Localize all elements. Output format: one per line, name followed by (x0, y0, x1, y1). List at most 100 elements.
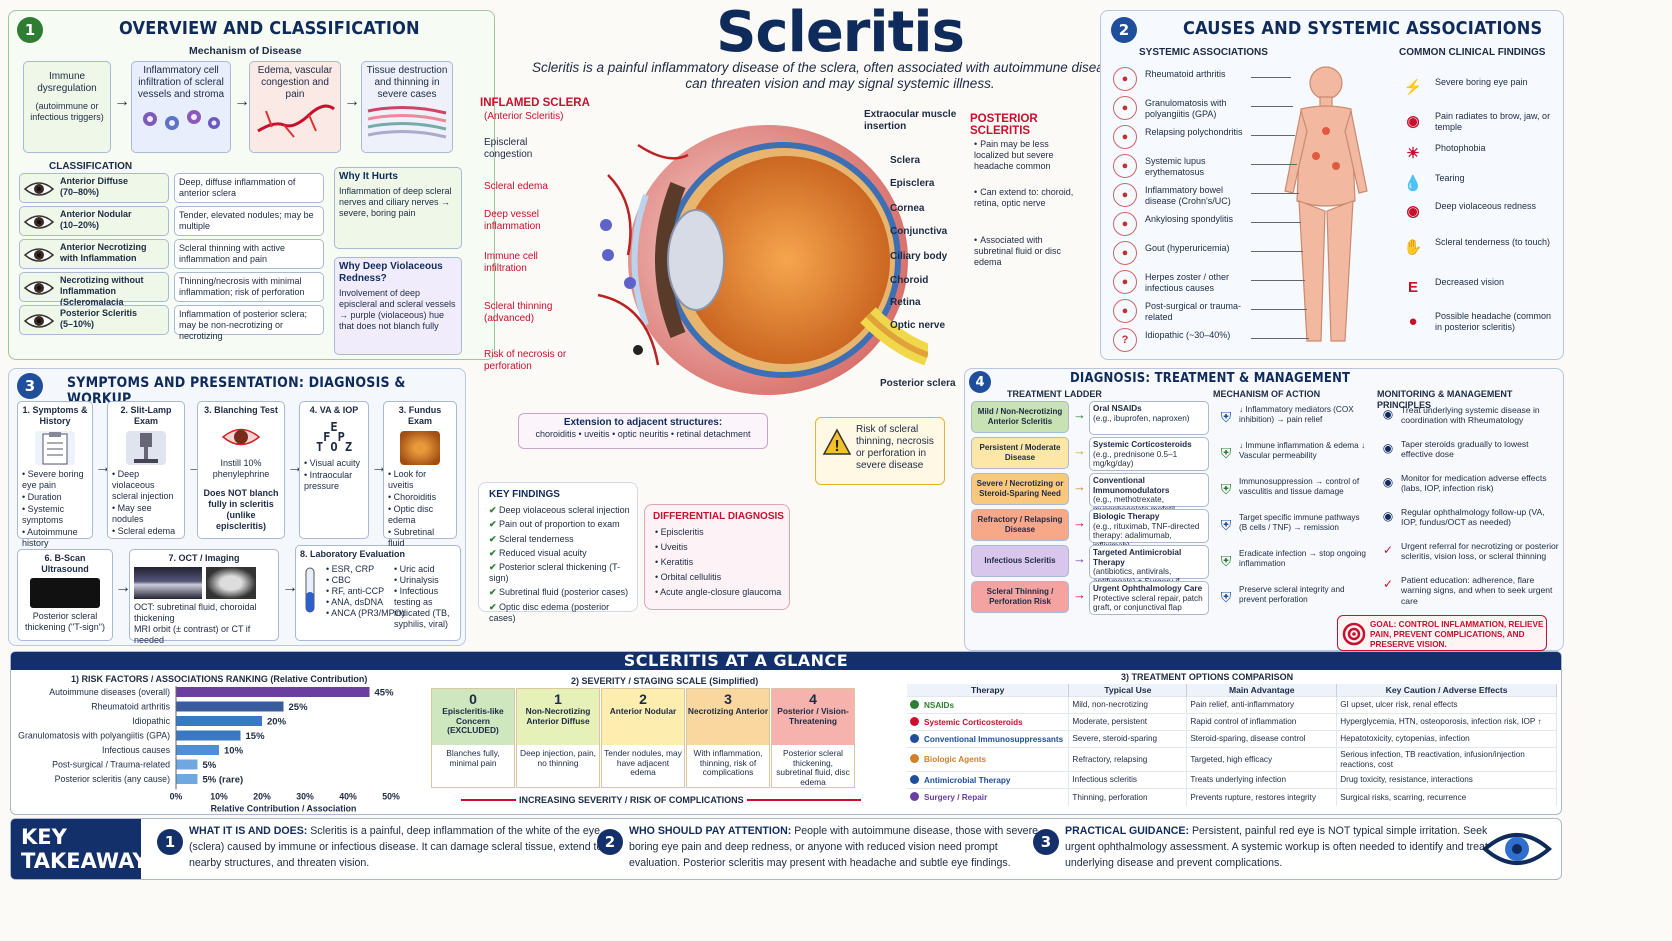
therapy-icon (910, 792, 919, 802)
tick-label: 40% (339, 792, 357, 802)
bullet-icon: • (326, 586, 332, 596)
key-finding-item: ✔ Pain out of proportion to exam (489, 519, 637, 530)
monitor-icon: ◉ (1382, 509, 1394, 523)
finding-item: Pain radiates to brow, jaw, or temple (1435, 111, 1551, 132)
ddx-item: • Orbital cellulitis (655, 572, 781, 583)
ddx-item: • Uveitis (655, 542, 781, 553)
moa-text: ↓ Inflammatory mediators (COX inhibition… (1239, 405, 1354, 424)
classification-name: Anterior Nodular (60, 209, 132, 219)
systemic-item: Granulomatosis with polyangiitis (GPA) (1145, 98, 1227, 119)
systemic-item: Gout (hyperuricemia) (1145, 243, 1230, 253)
key-finding-item: ✔ Deep violaceous scleral injection (489, 505, 637, 516)
takeaway-head: WHAT IT IS AND DOES: (189, 825, 308, 837)
systemic-item: Herpes zoster / other infectious causes (1145, 272, 1230, 293)
finding-item: Scleral tenderness (to touch) (1435, 237, 1551, 247)
lab-item: • ESR, CRP (326, 564, 405, 575)
monitoring-item: Monitor for medication adverse effects (… (1401, 473, 1547, 494)
table-cell: Hyperglycemia, HTN, osteoporosis, infect… (1336, 713, 1557, 731)
eye-icon (24, 180, 54, 198)
goal-box: GOAL: CONTROL INFLAMMATION, RELIEVE PAIN… (1337, 615, 1547, 651)
step-item-text: Optic disc edema (388, 504, 434, 525)
mechanism-step-4: Tissue destruction and thinning in sever… (361, 61, 453, 153)
bar (176, 774, 198, 784)
severity-number: 4 (809, 691, 817, 707)
finding-item: Possible headache (common in posterior s… (1435, 311, 1552, 332)
leader-line (1251, 193, 1299, 194)
tick-label: 20% (253, 792, 271, 802)
x-axis-label: Relative Contribution / Association (211, 804, 357, 814)
risk-chart-title: 1) RISK FACTORS / ASSOCIATIONS RANKING (… (71, 674, 368, 684)
finding-icon: ✋ (1403, 239, 1423, 256)
value-label: 5% (203, 760, 217, 771)
posterior-item-text: Can extend to: choroid, retina, optic ne… (974, 187, 1074, 208)
cell-text: Serious infection, TB reactivation, infu… (1340, 750, 1525, 769)
tick-label: 50% (382, 792, 400, 802)
arrow-right-icon: → (1073, 407, 1086, 422)
eye-label-right: Retina (890, 297, 921, 308)
cell-text: Prevents rupture, restores integrity (1190, 792, 1316, 802)
warning-icon: ! (822, 428, 852, 455)
step-title: 1. Symptoms & History (22, 405, 88, 426)
shield-icon: ⛨ (1220, 516, 1232, 533)
moa-text: ↓ Immune inflammation & edema ↓ Vascular… (1239, 441, 1366, 460)
bullet-icon: • (22, 504, 28, 514)
classification-desc: Tender, elevated nodules; may be multipl… (174, 206, 324, 236)
arrow-right-icon: → (344, 93, 360, 110)
cell-text: Biologic Agents (924, 755, 987, 765)
posterior-item-text: Associated with subretinal fluid or disc… (974, 235, 1062, 267)
table-cell: Mild, non-necrotizing (1068, 696, 1188, 714)
finding-item: Decreased vision (1435, 277, 1505, 287)
key-finding-item: ✔ Posterior scleral thickening (T-sign) (489, 562, 637, 584)
inflamed-sclera-title: INFLAMED SCLERA (480, 97, 590, 109)
table-cell: Antimicrobial Therapy (907, 771, 1070, 789)
condition-icon: ● (1113, 96, 1137, 120)
takeaway-number: 2 (597, 829, 623, 855)
cell-text: Drug toxicity, resistance, interactions (1340, 775, 1473, 785)
key-finding-text: Deep violaceous scleral injection (499, 505, 630, 515)
step-item-text: Deep violaceous scleral injection (112, 469, 174, 501)
arrow-right-icon: → (1073, 443, 1086, 458)
lab-item: • Uric acid (394, 564, 458, 575)
step-title: 2. Slit-Lamp Exam (120, 405, 172, 426)
bullet-icon: • (326, 597, 332, 607)
step-item: • May see nodules (112, 503, 180, 525)
ladder-treatment: Biologic Therapy(e.g., rituximab, TNF-di… (1089, 509, 1209, 550)
therapy-icon (910, 774, 919, 784)
leader-line (1251, 251, 1303, 252)
classification-pct: (5–10%) (60, 319, 95, 329)
section-number: 2 (1111, 17, 1137, 43)
step-item: • Look for uveitis (388, 469, 452, 491)
slit-lamp-icon (126, 431, 166, 465)
systemic-item: Ankylosing spondylitis (1145, 214, 1234, 224)
monitor-icon: ◉ (1382, 407, 1394, 421)
systemic-title: SYSTEMIC ASSOCIATIONS (1139, 47, 1268, 58)
cell-text: Thinning, perforation (1072, 792, 1148, 802)
table-cell: NSAIDs (907, 696, 1070, 714)
takeaway-body: Persistent, painful red eye is NOT typic… (1065, 825, 1488, 869)
condition-icon: ● (1113, 241, 1137, 265)
bullet-icon: • (388, 504, 394, 514)
bullet-icon: • (326, 564, 332, 574)
eye-icon (24, 312, 54, 330)
key-findings-box: KEY FINDINGS ✔ Deep violaceous scleral i… (478, 482, 638, 623)
ddx-text: Acute angle-closure glaucoma (660, 587, 782, 597)
bullet-icon: • (655, 542, 661, 552)
leader-line (1251, 106, 1293, 107)
step-item: • Duration (22, 492, 88, 503)
lab-item: • RF, anti-CCP (326, 586, 405, 597)
classification-desc: Inflammation of posterior sclera; may be… (174, 305, 324, 341)
step-item-text: Severe boring eye pain (22, 469, 84, 490)
bullet-icon: • (655, 572, 661, 582)
ladder-stage-text: Persistent / Moderate Disease (979, 443, 1061, 462)
leader-line (1251, 222, 1301, 223)
ultrasound-image-icon (30, 578, 100, 608)
immune-cells-icon (143, 110, 220, 130)
lab-item-text: CBC (331, 575, 351, 585)
table-cell: Conventional Immunosuppressants (907, 730, 1070, 748)
cell-text: Severe, steroid-sparing (1072, 734, 1158, 744)
why-hurts-box: Why It Hurts Inflammation of deep sclera… (334, 167, 462, 249)
monitor-icon: ◉ (1382, 475, 1394, 489)
section-treatment: 4 DIAGNOSIS: TREATMENT & MANAGEMENT TREA… (964, 368, 1564, 651)
